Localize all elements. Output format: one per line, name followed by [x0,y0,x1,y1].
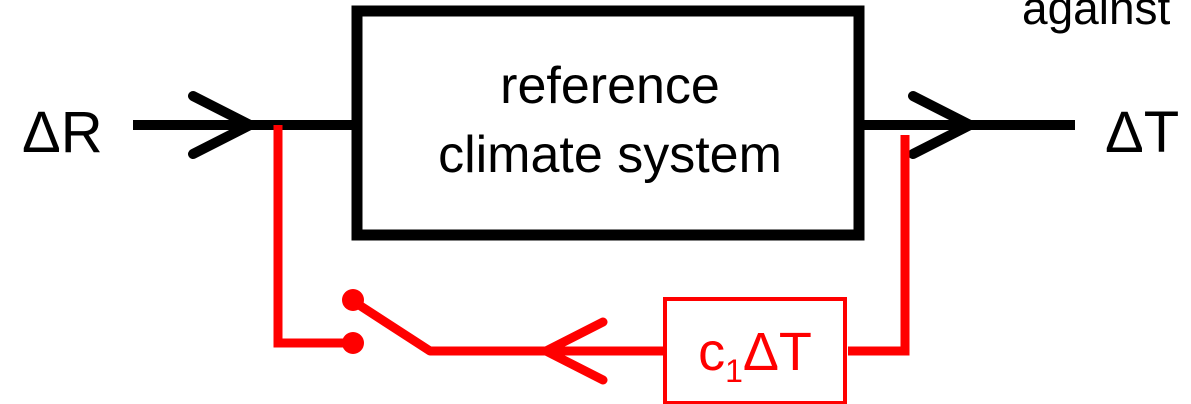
input-label-delta-r: ΔR [22,100,103,165]
corner-caption: against [1022,0,1171,34]
system-block-label-line2: climate system [438,126,782,184]
feedback-coefficient: c [698,322,725,382]
output-arrowhead [908,91,975,159]
reference-climate-system-block [351,5,865,241]
feedback-switch-blade [351,298,435,356]
feedback-output-tap-line [848,135,910,356]
feedback-term: ΔT [743,322,812,382]
system-block-label-line1: reference [500,57,720,115]
feedback-return-arrowhead [541,317,608,385]
feedback-coefficient-subscript: 1 [725,353,743,389]
output-label-delta-t: ΔT [1105,100,1179,165]
switch-upper-contact [342,289,364,311]
feedback-gain-block [663,297,847,404]
input-arrowhead [188,91,255,159]
feedback-gain-label: c1ΔT [698,322,812,389]
feedback-input-return-line [273,125,353,348]
